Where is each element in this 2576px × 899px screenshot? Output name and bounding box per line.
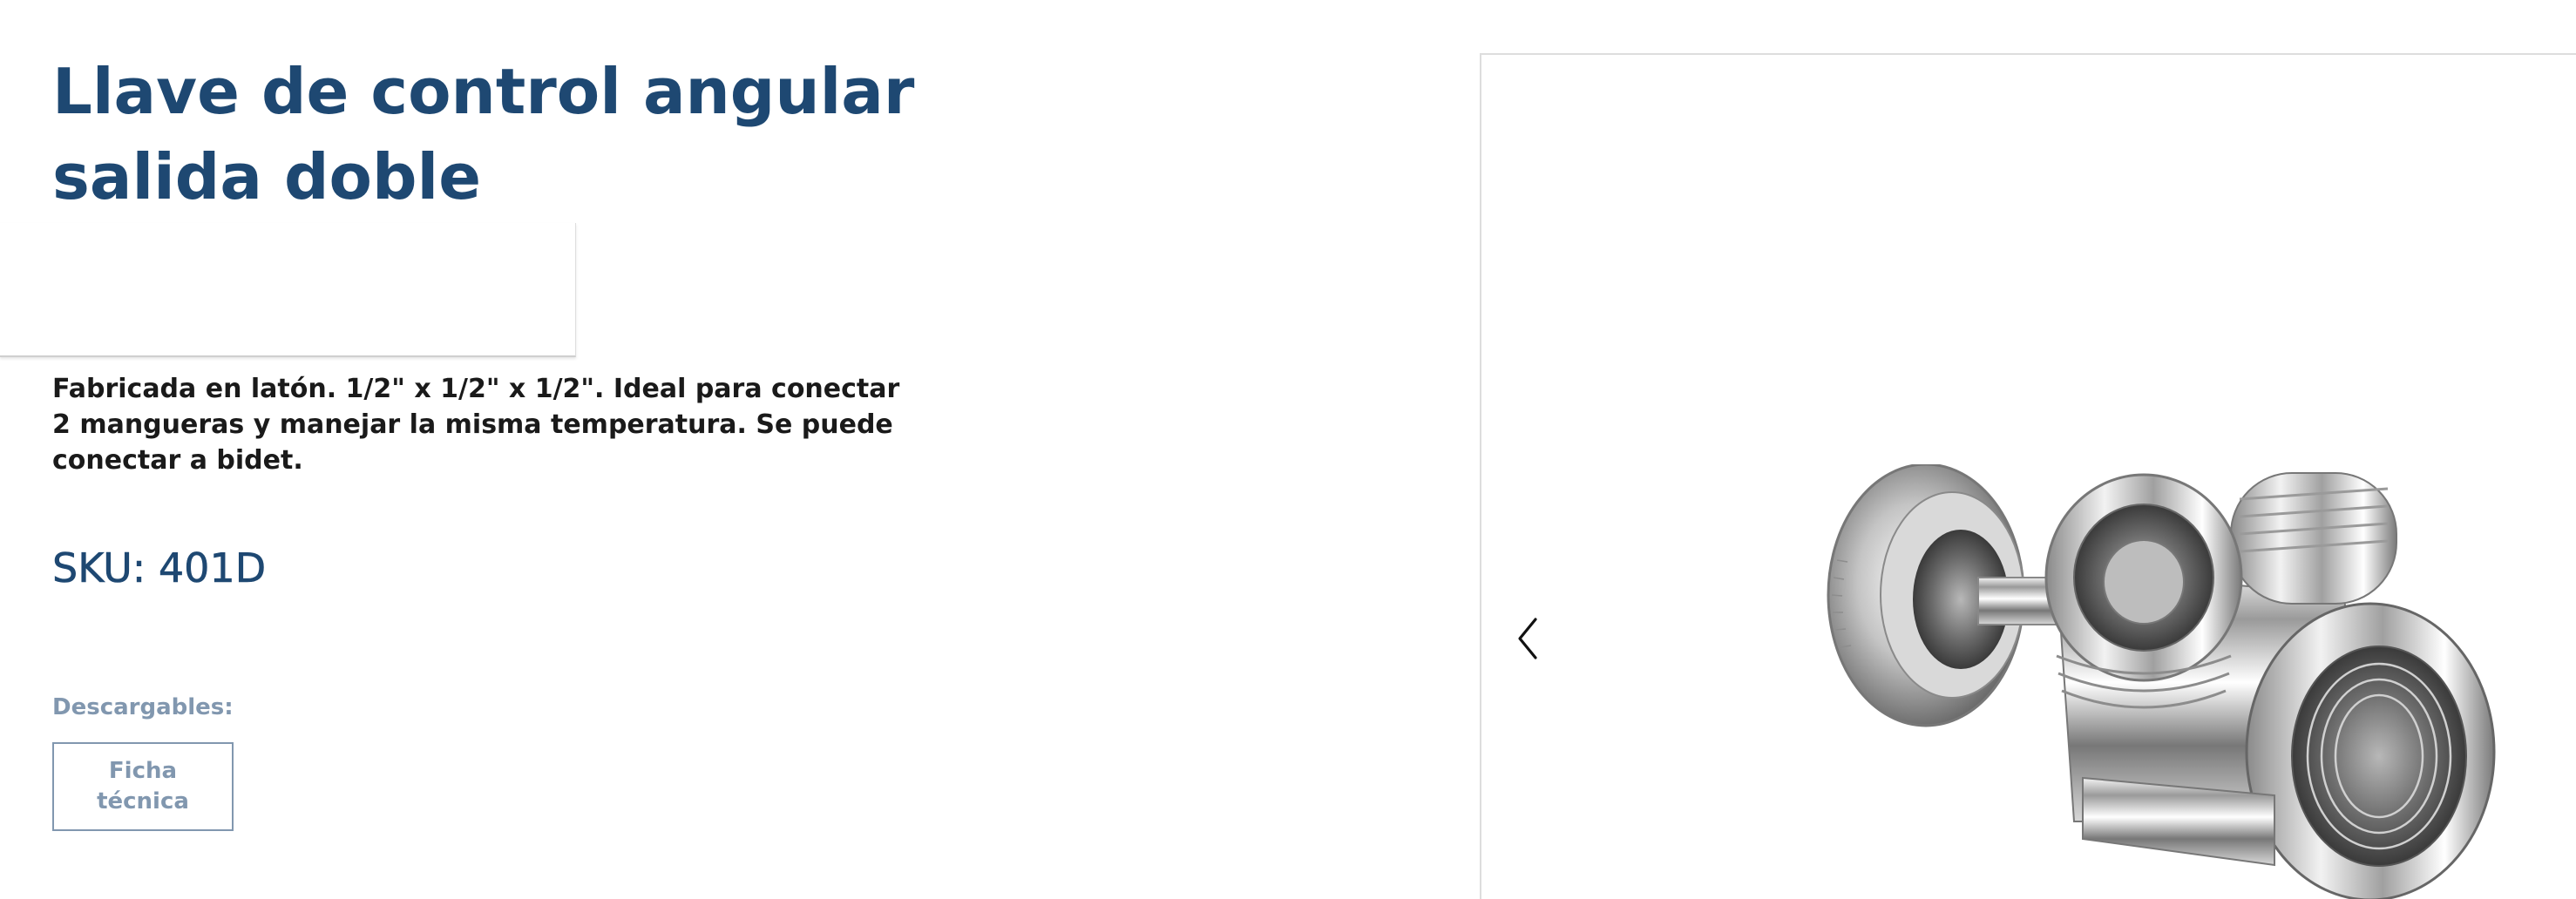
ficha-tecnica-button[interactable]: Ficha técnica — [52, 742, 234, 831]
chevron-left-icon-svg — [1518, 618, 1537, 659]
chevron-left-icon[interactable] — [1511, 612, 1546, 665]
product-gallery — [1480, 53, 2576, 899]
downloads-label: Descargables: — [52, 694, 234, 720]
product-description: Fabricada en latón. 1/2" x 1/2" x 1/2". … — [52, 374, 900, 476]
blank-panel — [0, 223, 576, 357]
product-image — [1827, 464, 2496, 899]
product-title: Llave de control angular salida doble — [52, 55, 915, 213]
product-sku: SKU: 401D — [52, 544, 267, 592]
